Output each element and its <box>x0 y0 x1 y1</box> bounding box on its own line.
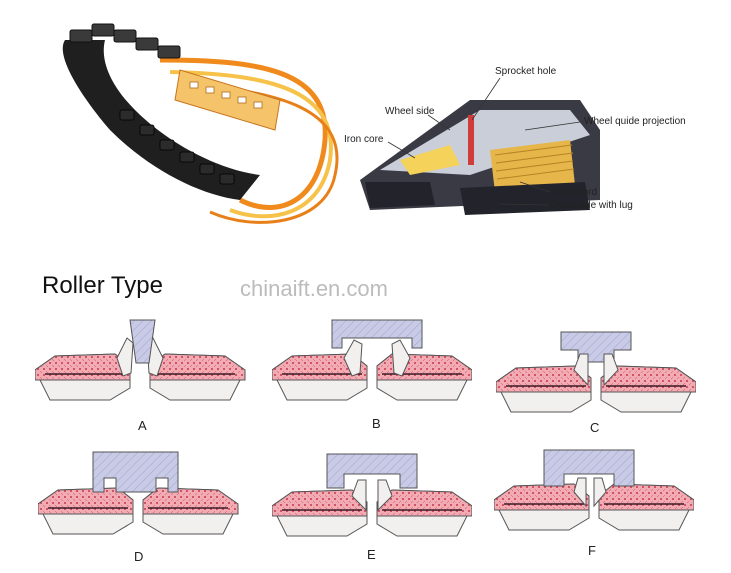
section-label-d: D <box>134 549 144 564</box>
label-iron-core: Iron core <box>344 134 384 145</box>
section-label-a: A <box>138 418 147 433</box>
section-label-b: B <box>372 416 381 431</box>
track-cross-section <box>360 77 600 215</box>
roller-section-f <box>494 449 694 531</box>
watermark-text: chinaift.en.com <box>240 276 388 301</box>
roller-section-d <box>38 451 239 535</box>
label-outer-side-with-lug: Outer side with lug <box>550 200 633 211</box>
roller-section-b <box>272 319 472 401</box>
section-label-e: E <box>367 547 376 562</box>
roller-section-c <box>496 331 696 413</box>
section-label-f: F <box>588 543 596 558</box>
section-label-c: C <box>590 420 600 435</box>
label-steel-cord: Steel cord <box>552 187 598 198</box>
roller-section-e <box>272 453 472 537</box>
rubber-track-illustration <box>62 23 339 224</box>
label-sprocket-hole: Sprocket hole <box>495 66 557 77</box>
label-wheel-side: Wheel side <box>385 106 435 117</box>
label-wheel-guide-projection: Wheel quide projection <box>584 116 686 127</box>
roller-section-a <box>35 319 246 401</box>
section-title: Roller Type <box>42 272 163 299</box>
